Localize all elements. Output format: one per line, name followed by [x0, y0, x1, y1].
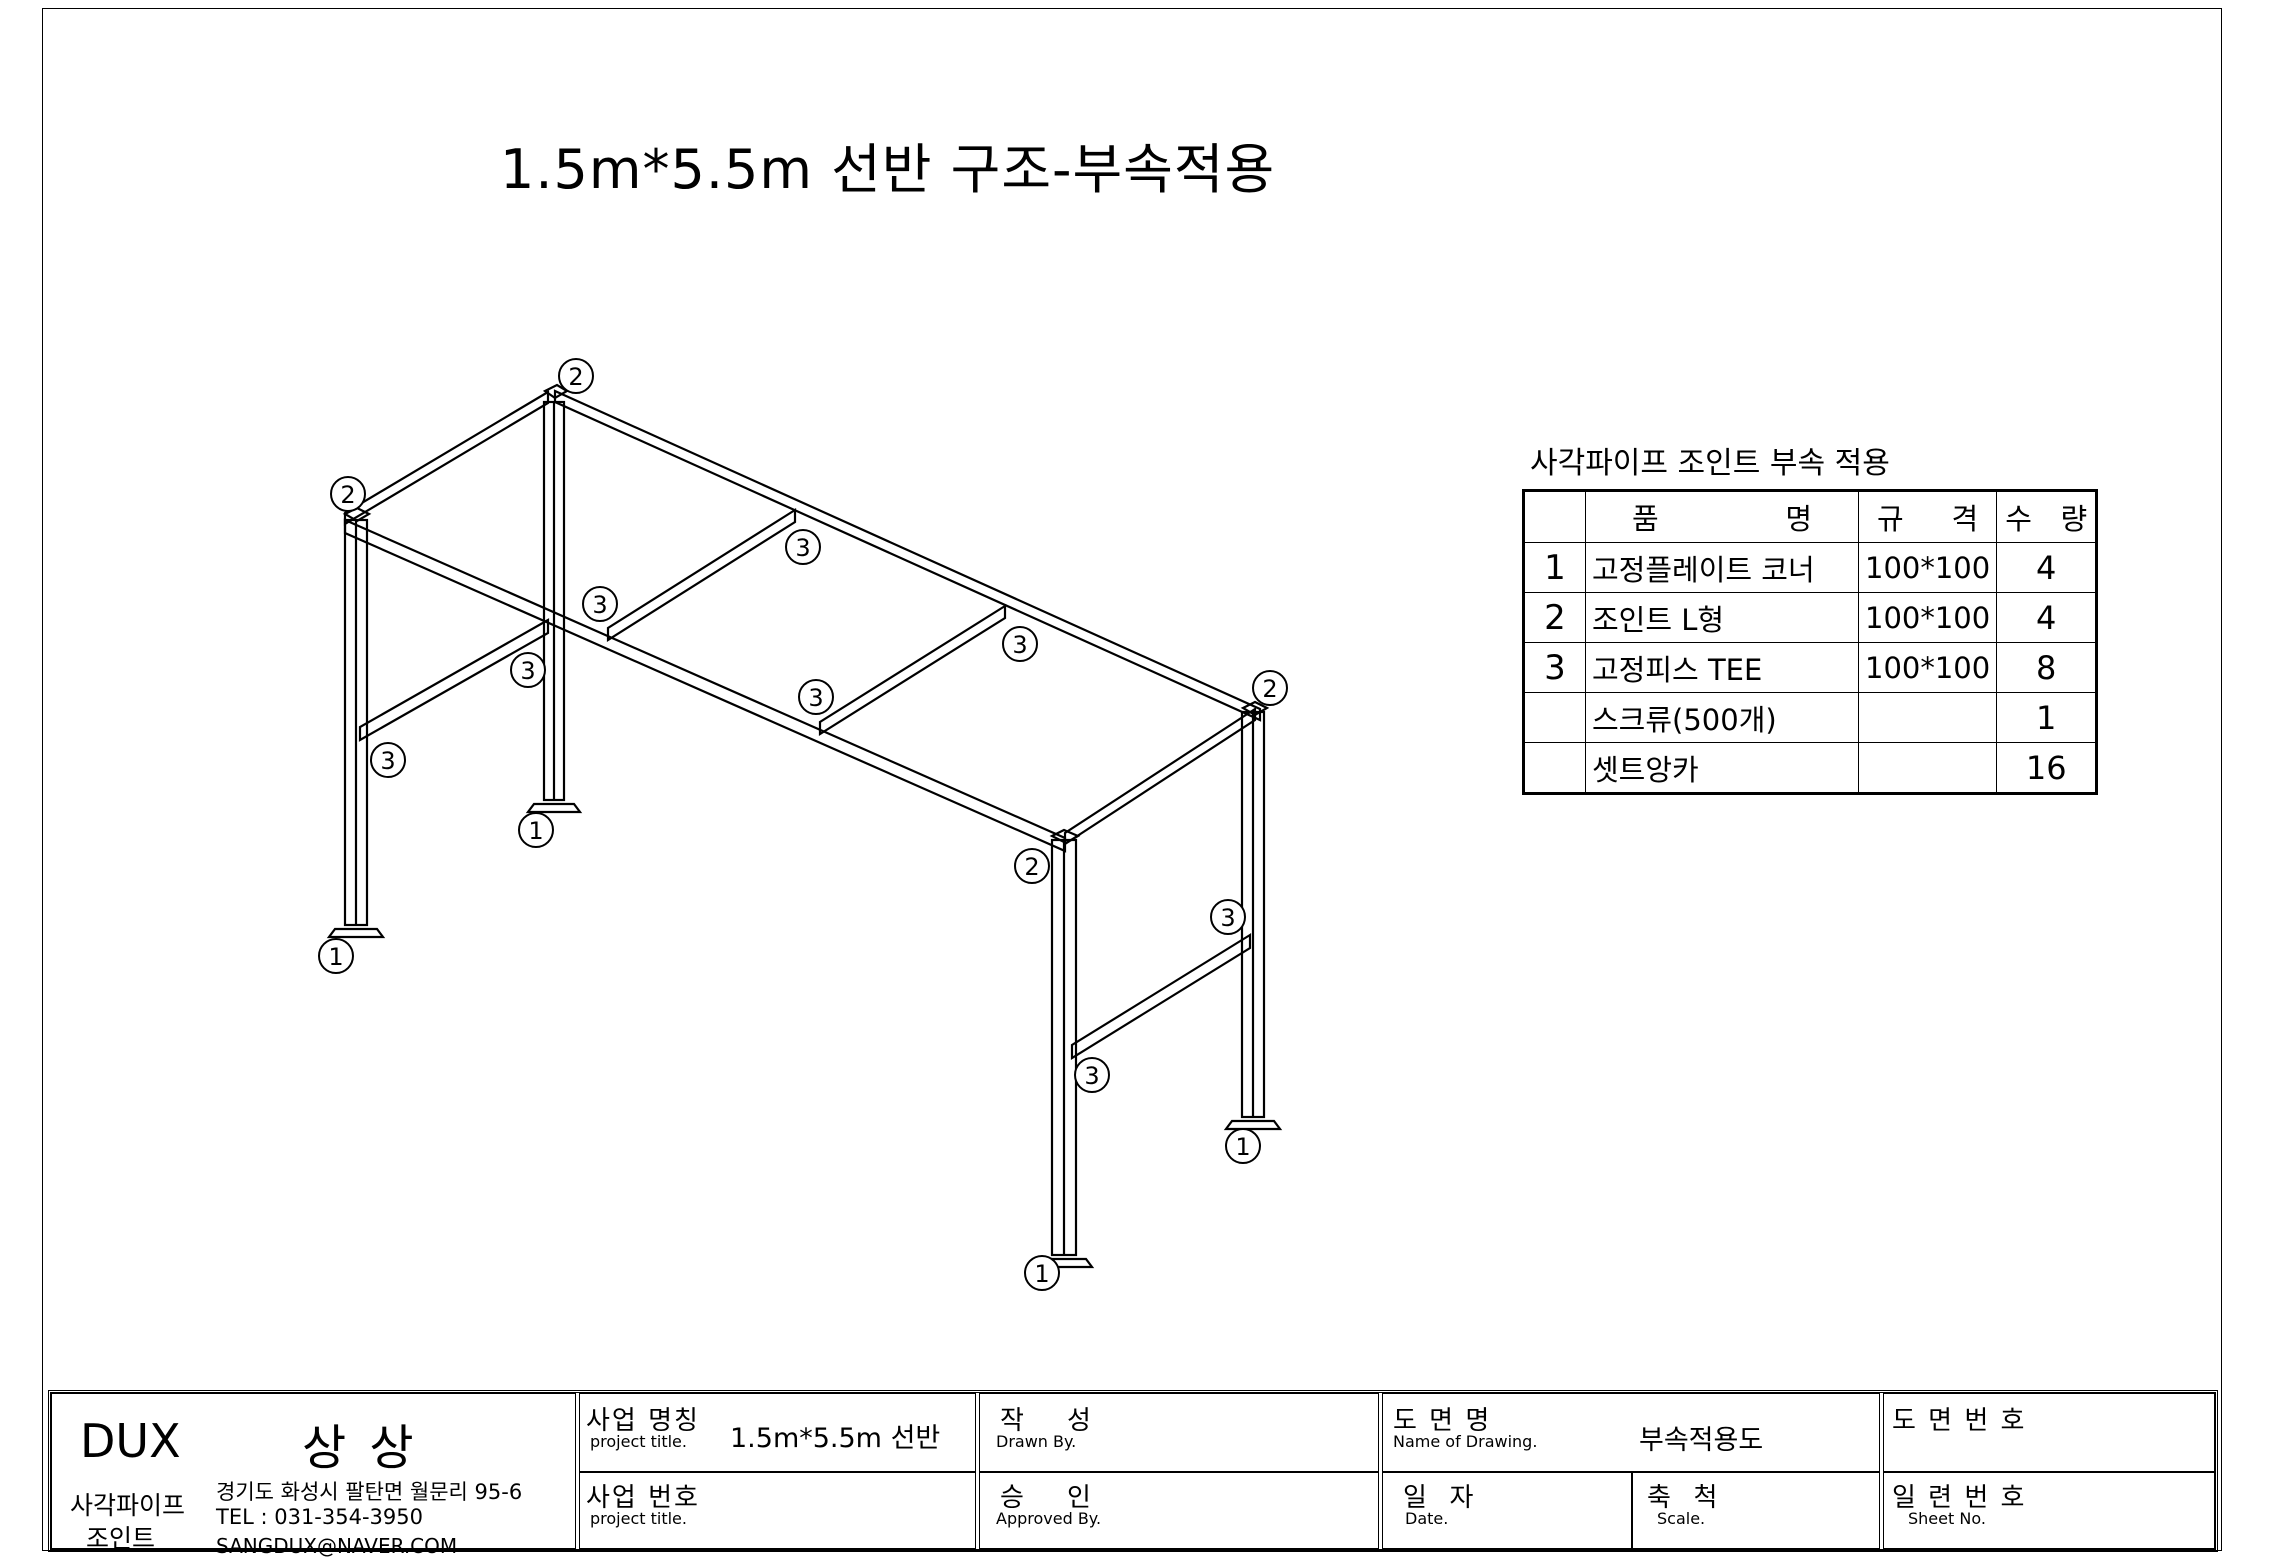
company-email: SANGDUX@NAVER.COM [216, 1534, 458, 1558]
sheet-number-label-en: Sheet No. [1908, 1509, 1986, 1528]
callout-tee: 3 [1084, 1062, 1099, 1090]
approved-by-cell: 승 인 Approved By. [979, 1472, 1379, 1549]
table-row: 셋트앙카 16 [1523, 742, 2098, 794]
table-row: 1 고정플레이트 코너 100*100 4 [1523, 542, 2098, 593]
company-sub-1: 사각파이프 [70, 1491, 186, 1520]
header-spec-1: 규 [1877, 502, 1904, 536]
callout-base: 1 [1034, 1260, 1049, 1288]
callout-corner: 2 [1262, 675, 1277, 703]
callout-base: 1 [528, 817, 543, 845]
callout-corner: 2 [340, 481, 355, 509]
drawing-name-value: 부속적용도 [1639, 1425, 1764, 1456]
drawing-number-label: 도 면 번 호 [1892, 1406, 2027, 1436]
callout-tee: 3 [795, 534, 810, 562]
drawing-number-cell: 도 면 번 호 [1883, 1393, 2215, 1472]
header-name-1: 품 [1632, 502, 1659, 536]
top-front-beam [343, 518, 1067, 853]
callout-corner: 2 [568, 363, 583, 391]
callout-tee: 3 [592, 591, 607, 619]
callout-base: 1 [328, 943, 343, 971]
drawing-name-cell: 도 면 명 Name of Drawing. 부속적용도 [1382, 1393, 1880, 1472]
table-row: 2 조인트 L형 100*100 4 [1523, 592, 2098, 643]
scale-cell: 축 척 Scale. [1632, 1472, 1880, 1549]
approved-by-label-en: Approved By. [996, 1509, 1102, 1528]
drawn-by-cell: 작 성 Drawn By. [979, 1393, 1379, 1472]
table-row: 3 고정피스 TEE 100*100 8 [1523, 642, 2098, 693]
base-plate-back-right [1223, 1119, 1283, 1131]
project-name-cell: 사업 명칭 project title. 1.5m*5.5m 선반 [579, 1393, 976, 1472]
parts-header-row: 품 명 규 격 수 량 [1523, 490, 2098, 543]
drawing-name-label: 도 면 명 [1393, 1406, 1492, 1436]
top-right-beam [1063, 706, 1257, 847]
cross-beam-2 [818, 604, 1007, 736]
project-name-value: 1.5m*5.5m 선반 [730, 1423, 941, 1454]
base-plate-front-left [326, 927, 386, 939]
company-tel: TEL : 031-354-3950 [216, 1505, 423, 1529]
scale-label: 축 척 [1647, 1483, 1720, 1513]
callout-tee: 3 [520, 657, 535, 685]
drawing-title: 1.5m*5.5m 선반 구조-부속적용 [500, 138, 1276, 201]
project-name-label: 사업 명칭 [586, 1406, 700, 1436]
callout-tee: 3 [808, 684, 823, 712]
callout-tee: 3 [380, 747, 395, 775]
date-cell: 일 자 Date. [1382, 1472, 1632, 1549]
company-sub-2: 조인트 [86, 1524, 156, 1553]
drawing-name-label-en: Name of Drawing. [1393, 1432, 1538, 1451]
sheet-number-cell: 일 련 번 호 Sheet No. [1883, 1472, 2215, 1549]
parts-table: 품 명 규 격 수 량 1 고정플레이트 코너 100*100 4 2 조인트 … [1522, 489, 2099, 795]
parts-table-caption: 사각파이프 조인트 부속 적용 [1530, 446, 1890, 481]
company-name-ko: 상 상 [302, 1420, 418, 1476]
project-name-label-en: project title. [590, 1432, 687, 1451]
top-left-beam [343, 390, 550, 526]
header-spec-2: 격 [1951, 502, 1979, 536]
header-qty-2: 량 [2060, 502, 2088, 536]
right-side-brace [1070, 933, 1252, 1060]
sheet-number-label: 일 련 번 호 [1892, 1483, 2027, 1513]
table-row: 스크류(500개) 1 [1523, 692, 2098, 743]
header-name-2: 명 [1785, 502, 1812, 536]
header-qty-1: 수 [2005, 502, 2032, 536]
title-block: DUX 상 상 사각파이프 조인트 경기도 화성시 팔탄면 월문리 95-6 T… [48, 1390, 2218, 1558]
drawn-by-label-en: Drawn By. [996, 1432, 1077, 1451]
drawn-by-label: 작 성 [1000, 1406, 1093, 1436]
approved-by-label: 승 인 [1000, 1483, 1093, 1513]
company-name: DUX [80, 1414, 181, 1468]
callout-tee: 3 [1220, 904, 1235, 932]
base-plate-back-left [525, 802, 583, 814]
scale-label-en: Scale. [1657, 1509, 1706, 1528]
top-back-beam [553, 389, 1262, 722]
project-number-label: 사업 번호 [586, 1483, 700, 1513]
callout-base: 1 [1235, 1133, 1250, 1161]
left-side-brace [358, 618, 550, 742]
date-label: 일 자 [1403, 1483, 1476, 1513]
project-number-label-en: project title. [590, 1509, 687, 1528]
cross-beam-1 [606, 508, 797, 642]
callout-corner: 2 [1024, 853, 1039, 881]
company-address: 경기도 화성시 팔탄면 월문리 95-6 [216, 1480, 523, 1504]
project-number-cell: 사업 번호 project title. [579, 1472, 976, 1549]
company-cell: DUX 상 상 사각파이프 조인트 경기도 화성시 팔탄면 월문리 95-6 T… [51, 1393, 576, 1558]
callout-tee: 3 [1012, 631, 1027, 659]
date-label-en: Date. [1405, 1509, 1449, 1528]
